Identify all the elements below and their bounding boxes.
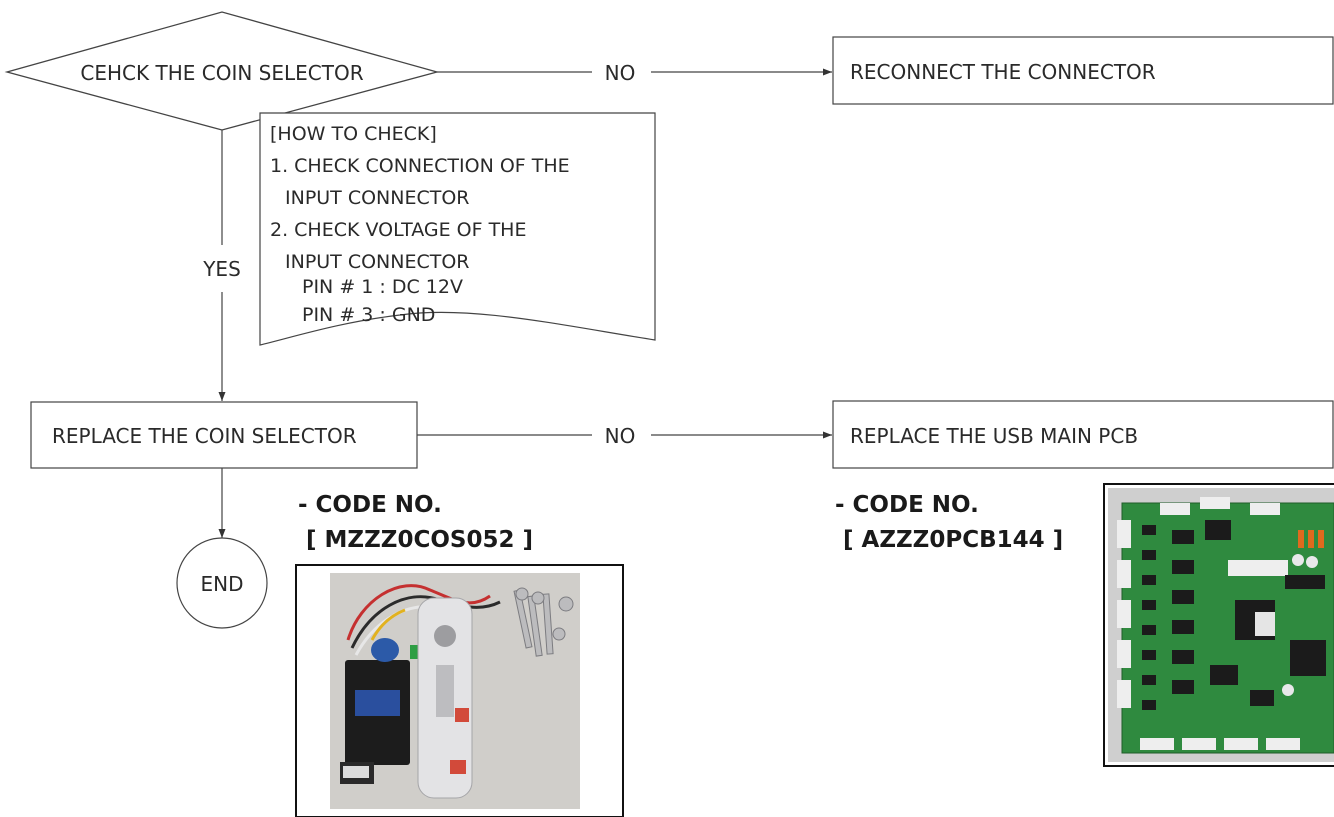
end-label: END: [201, 572, 244, 596]
check-line-2: INPUT CONNECTOR: [285, 187, 470, 209]
coin-selector-code-label: - CODE NO.: [298, 492, 442, 518]
check-line-5: PIN # 1 : DC 12V: [302, 276, 463, 298]
reconnect-label: RECONNECT THE CONNECTOR: [850, 60, 1156, 84]
yes-label: YES: [202, 257, 241, 281]
how-to-check-note: [259, 112, 656, 346]
pcb-code: [ AZZZ0PCB144 ]: [843, 527, 1063, 553]
replace-pcb-box: [832, 400, 1334, 469]
top-no-label: NO: [605, 61, 636, 85]
coin-selector-code: [ MZZZ0COS052 ]: [306, 527, 533, 553]
replace-pcb-label: REPLACE THE USB MAIN PCB: [850, 424, 1138, 448]
check-line-4: INPUT CONNECTOR: [285, 251, 470, 273]
pcb-board-photo: [1108, 488, 1334, 762]
middle-no-label: NO: [605, 424, 636, 448]
reconnect-box: [832, 36, 1334, 105]
how-to-check-title: [HOW TO CHECK]: [270, 123, 437, 145]
pcb-code-label: - CODE NO.: [835, 492, 979, 518]
replace-selector-label: REPLACE THE COIN SELECTOR: [52, 424, 357, 448]
coin-selector-photo: [330, 573, 580, 809]
check-line-1: 1. CHECK CONNECTION OF THE: [270, 155, 570, 177]
check-line-3: 2. CHECK VOLTAGE OF THE: [270, 219, 526, 241]
decision-label: CEHCK THE COIN SELECTOR: [80, 61, 363, 85]
check-line-6: PIN # 3 : GND: [302, 304, 435, 326]
end-circle: [176, 537, 268, 629]
replace-selector-box: [30, 401, 418, 469]
